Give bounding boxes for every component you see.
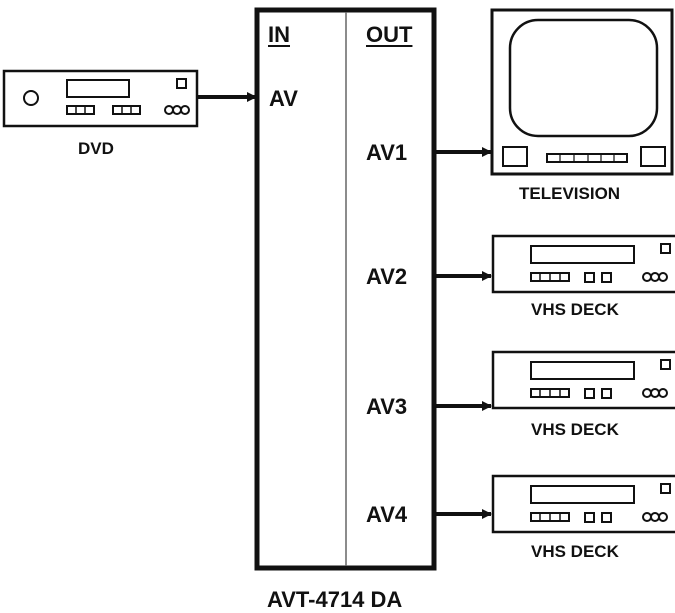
output-port-label: AV3 bbox=[366, 394, 408, 419]
vhs-deck-icon bbox=[491, 474, 675, 534]
destination-device-label: VHS DECK bbox=[531, 542, 619, 561]
distribution-amplifier-box bbox=[254, 7, 437, 571]
source-device-label: DVD bbox=[78, 139, 114, 158]
vhs-deck-icon bbox=[491, 234, 675, 294]
out-header: OUT bbox=[366, 22, 413, 47]
television-icon bbox=[490, 8, 674, 176]
in-header: IN bbox=[268, 22, 290, 47]
destination-device-label: VHS DECK bbox=[531, 300, 619, 319]
destination-device-label: TELEVISION bbox=[519, 184, 621, 203]
dvd-player-icon bbox=[2, 69, 199, 128]
output-port-label: AV4 bbox=[366, 502, 408, 527]
output-port-label: AV2 bbox=[366, 264, 408, 289]
output-port-label: AV1 bbox=[366, 140, 408, 165]
device-model-title: AVT-4714 DA bbox=[267, 587, 403, 612]
vhs-deck-icon bbox=[491, 350, 675, 410]
input-port-label: AV bbox=[269, 86, 298, 111]
destination-device-label: VHS DECK bbox=[531, 420, 619, 439]
